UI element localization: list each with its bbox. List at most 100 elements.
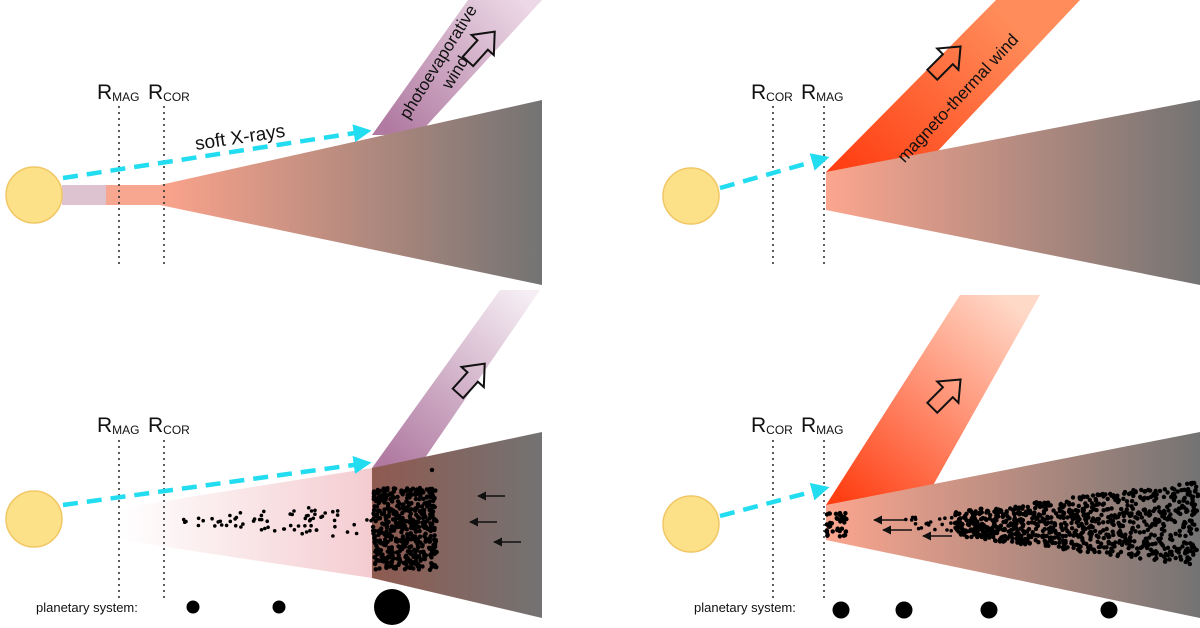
dust-particle: [1154, 496, 1159, 501]
star: [662, 167, 720, 225]
dust-particle: [409, 523, 414, 529]
dust-particle: [1121, 513, 1127, 519]
dust-particle: [1181, 496, 1187, 502]
dust-particle: [1130, 527, 1135, 532]
dust-particle: [1172, 544, 1177, 550]
dust-particle: [1010, 539, 1015, 544]
dust-particle: [413, 506, 418, 511]
dust-particle: [373, 548, 379, 553]
dust-particle: [1110, 529, 1115, 534]
panel-magneto-thermal-top: RCOR RMAG magneto-thermal wind: [662, 0, 1200, 285]
dust-particle: [1183, 550, 1188, 555]
dust-particle: [1162, 487, 1168, 492]
dust-particle: [1040, 528, 1046, 534]
dust-particle: [401, 518, 406, 523]
dust-particle: [965, 529, 970, 534]
dust-particle: [1092, 549, 1097, 555]
dust-particle: [1161, 494, 1167, 500]
dust-particle: [331, 534, 335, 538]
dust-particle: [428, 528, 433, 534]
dust-particle: [1181, 540, 1187, 545]
dust-particle: [1135, 511, 1141, 516]
dust-particle: [1012, 512, 1017, 517]
dust-particle: [182, 520, 187, 524]
dust-particle: [385, 504, 391, 509]
dust-particle: [404, 541, 409, 546]
dust-particle: [1158, 510, 1164, 515]
dust-particle: [1152, 533, 1157, 538]
soft-xray-arrow: [62, 124, 372, 181]
dust-particle: [1060, 533, 1066, 539]
dust-particle: [374, 491, 379, 496]
dust-particle: [395, 556, 400, 561]
dust-particle: [1050, 540, 1055, 546]
dust-particle: [1177, 546, 1182, 552]
dust-particle: [428, 521, 433, 526]
star: [5, 166, 63, 224]
dust-particle: [1138, 494, 1143, 500]
dust-particle: [1076, 543, 1082, 548]
photoevaporative-wind-shape: [372, 290, 540, 468]
dust-particle: [987, 526, 992, 531]
dust-particle: [408, 516, 413, 521]
dust-particle: [425, 502, 430, 507]
dust-particle: [430, 513, 435, 518]
dust-particle: [1020, 504, 1026, 509]
dust-particle: [1017, 534, 1022, 540]
dust-particle: [1057, 536, 1062, 541]
dust-particle: [1141, 529, 1147, 535]
dust-particle: [1189, 482, 1194, 487]
dust-particle: [968, 518, 973, 523]
dust-particle: [423, 536, 428, 541]
dust-particle: [1130, 544, 1135, 549]
dust-particle: [1095, 539, 1100, 544]
dust-particle: [313, 508, 317, 513]
dust-particle: [1161, 523, 1167, 528]
dust-particle: [259, 528, 264, 532]
dust-particle: [421, 496, 426, 502]
dust-particle: [257, 517, 262, 522]
dust-particle: [1088, 529, 1093, 535]
dust-particle: [1083, 526, 1088, 532]
dust-particle: [837, 528, 842, 534]
dust-particle: [1135, 551, 1140, 556]
dust-particle: [1172, 519, 1178, 525]
dust-particle: [1165, 545, 1171, 550]
dust-particle: [1147, 488, 1153, 493]
dust-particle: [1097, 492, 1102, 498]
dust-particle: [1122, 491, 1127, 496]
dust-particle: [1079, 523, 1085, 528]
dust-particle: [399, 539, 404, 544]
dust-particle: [919, 526, 924, 530]
dust-particle: [417, 528, 422, 534]
dust-particle: [381, 556, 386, 562]
dust-particle: [924, 522, 928, 526]
dust-particle: [968, 528, 973, 533]
dust-particle: [1104, 526, 1109, 532]
dust-particle: [1025, 504, 1031, 510]
dust-particle: [410, 486, 416, 491]
dust-particle: [1168, 536, 1173, 542]
dust-particle: [432, 533, 437, 538]
dust-particle: [219, 523, 224, 527]
dust-particle: [966, 522, 972, 528]
dust-particle: [983, 525, 989, 531]
dust-particle: [1098, 530, 1103, 535]
photoevaporative-wind-shape: [372, 0, 542, 135]
dust-particle: [417, 496, 422, 502]
dust-particle: [417, 534, 423, 539]
dust-particle: [1095, 517, 1100, 522]
dust-particle: [1147, 535, 1152, 540]
dust-particle: [1059, 509, 1065, 514]
dust-particle: [1001, 539, 1006, 544]
dust-particle: [825, 533, 830, 538]
dust-particle: [994, 513, 999, 519]
dust-particle: [1106, 534, 1111, 540]
dust-particle: [1105, 496, 1110, 502]
dust-particle: [391, 495, 397, 500]
dust-particle: [213, 524, 217, 528]
dust-particle: [997, 537, 1003, 542]
dust-particle: [400, 492, 405, 497]
dust-particle: [988, 512, 993, 518]
dust-particle: [1073, 528, 1079, 533]
